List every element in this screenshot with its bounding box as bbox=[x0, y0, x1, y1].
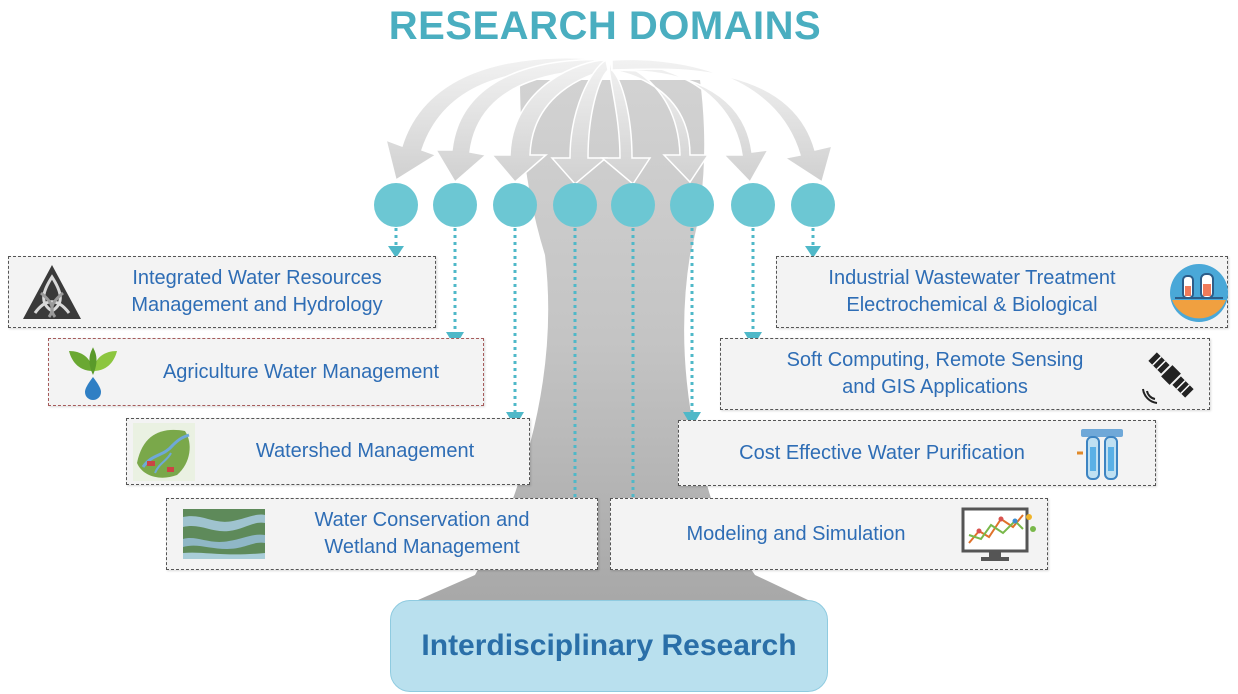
plant-water-drop-icon bbox=[69, 347, 117, 400]
fan-arrow-4 bbox=[550, 58, 609, 186]
domain-label-line: Soft Computing, Remote Sensing bbox=[786, 349, 1084, 371]
domain-nodes bbox=[374, 183, 835, 227]
domain-label-line: Wetland Management bbox=[324, 536, 520, 558]
domain-box-wetland: Water Conservation and Wetland Managemen… bbox=[166, 498, 598, 570]
domain-label-watershed: Watershed Management bbox=[215, 438, 515, 465]
water-filter-icon bbox=[1077, 429, 1123, 480]
node-5 bbox=[611, 183, 655, 227]
domain-box-purification: Cost Effective Water Purification bbox=[678, 420, 1156, 486]
hub-label: Interdisciplinary Research bbox=[421, 629, 797, 662]
domain-label-soft-computing: Soft Computing, Remote Sensing and GIS A… bbox=[729, 347, 1141, 401]
domain-box-soft-computing: Soft Computing, Remote Sensing and GIS A… bbox=[720, 338, 1210, 410]
satellite-icon bbox=[1142, 352, 1194, 404]
dotted-connectors bbox=[394, 228, 815, 500]
domain-label-wastewater: Industrial Wastewater Treatment Electroc… bbox=[781, 265, 1163, 319]
node-8 bbox=[791, 183, 835, 227]
domain-label-wetland: Water Conservation and Wetland Managemen… bbox=[267, 507, 577, 561]
diagram-title: RESEARCH DOMAINS bbox=[388, 4, 822, 48]
central-trunk bbox=[418, 80, 808, 600]
domain-label-line: Cost Effective Water Purification bbox=[739, 441, 1025, 464]
interdisciplinary-research-hub: Interdisciplinary Research bbox=[390, 600, 828, 692]
domain-label-purification: Cost Effective Water Purification bbox=[687, 440, 1077, 467]
node-1 bbox=[374, 183, 418, 227]
domain-label-agriculture: Agriculture Water Management bbox=[127, 359, 475, 386]
wastewater-tanks-icon bbox=[1170, 264, 1228, 322]
domain-label-line: Integrated Water Resources bbox=[132, 267, 382, 289]
arrowhead-8 bbox=[805, 246, 821, 258]
domain-label-line: and GIS Applications bbox=[842, 376, 1028, 398]
domain-label-line: Modeling and Simulation bbox=[686, 522, 906, 545]
domain-box-iwrm: Integrated Water Resources Management an… bbox=[8, 256, 436, 328]
node-3 bbox=[493, 183, 537, 227]
fan-arrow-2 bbox=[434, 58, 609, 184]
fan-arrow-5 bbox=[599, 57, 652, 186]
fan-arrows bbox=[384, 57, 834, 186]
domain-label-line: Watershed Management bbox=[255, 440, 475, 462]
domain-box-modeling: Modeling and Simulation bbox=[610, 498, 1048, 570]
arrowhead-6 bbox=[683, 412, 701, 427]
domain-label-line: Industrial Wastewater Treatment bbox=[828, 267, 1116, 289]
domain-label-line: Agriculture Water Management bbox=[162, 360, 440, 383]
wetland-photo-icon bbox=[183, 509, 265, 559]
domain-box-agriculture: Agriculture Water Management bbox=[48, 338, 484, 406]
domain-label-modeling: Modeling and Simulation bbox=[631, 521, 961, 548]
fan-arrow-8 bbox=[611, 58, 834, 184]
monitor-chart-icon bbox=[961, 507, 1036, 561]
node-6 bbox=[670, 183, 714, 227]
node-7 bbox=[731, 183, 775, 227]
domain-label-line: Water Conservation and bbox=[314, 509, 530, 531]
domain-box-watershed: Watershed Management bbox=[126, 418, 530, 485]
node-2 bbox=[433, 183, 477, 227]
domain-label-iwrm: Integrated Water Resources Management an… bbox=[87, 265, 427, 319]
triquetra-logo-icon bbox=[23, 265, 81, 319]
domain-label-line: Electrochemical & Biological bbox=[846, 294, 1098, 316]
domain-label-line: Management and Hydrology bbox=[131, 294, 383, 316]
node-4 bbox=[553, 183, 597, 227]
arrowhead-1 bbox=[388, 246, 404, 258]
fan-arrow-3 bbox=[490, 59, 609, 184]
domain-box-wastewater: Industrial Wastewater Treatment Electroc… bbox=[776, 256, 1228, 328]
watershed-landscape-icon bbox=[133, 423, 195, 481]
